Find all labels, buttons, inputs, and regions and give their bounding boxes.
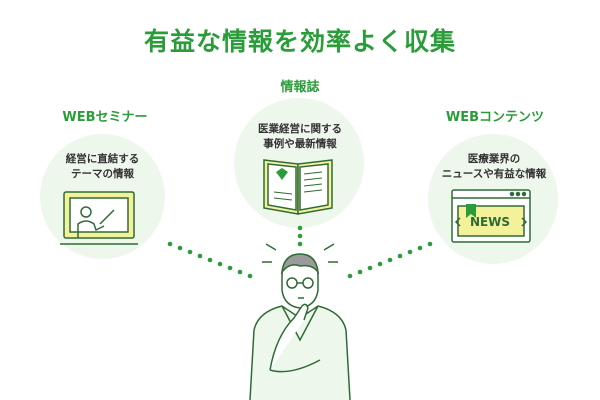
- heading-web-contents: WEBコンテンツ: [445, 110, 545, 125]
- page-title: 有益な情報を効率よく収集: [143, 27, 456, 56]
- seminar-screen-icon: [60, 191, 138, 245]
- heading-magazine: 情報誌: [280, 80, 320, 95]
- magazine-icon: [263, 159, 333, 215]
- magazine-line-2: 事例や最新情報: [263, 138, 337, 150]
- magazine-text: 医業経営に関する 事例や最新情報: [220, 122, 380, 152]
- connector-left: [167, 241, 253, 279]
- contents-text: 医療業界の ニュースや有益な情報: [420, 152, 568, 182]
- seminar-line-1: 経営に直結する: [65, 153, 140, 165]
- heading-web-seminar: WEBセミナー: [62, 110, 148, 125]
- seminar-line-2: テーマの情報: [71, 168, 134, 180]
- man-illustration: [249, 243, 351, 400]
- contents-line-1: 医療業界の: [467, 153, 521, 165]
- connector-right: [347, 241, 433, 279]
- seminar-text: 経営に直結する テーマの情報: [30, 152, 175, 182]
- magazine-line-1: 医業経営に関する: [258, 123, 342, 135]
- news-browser-icon: [451, 189, 531, 243]
- contents-line-2: ニュースや有益な情報: [441, 168, 547, 180]
- news-label: NEWS: [470, 215, 510, 229]
- connector-center: [297, 225, 303, 247]
- dotted-connectors: [167, 225, 433, 279]
